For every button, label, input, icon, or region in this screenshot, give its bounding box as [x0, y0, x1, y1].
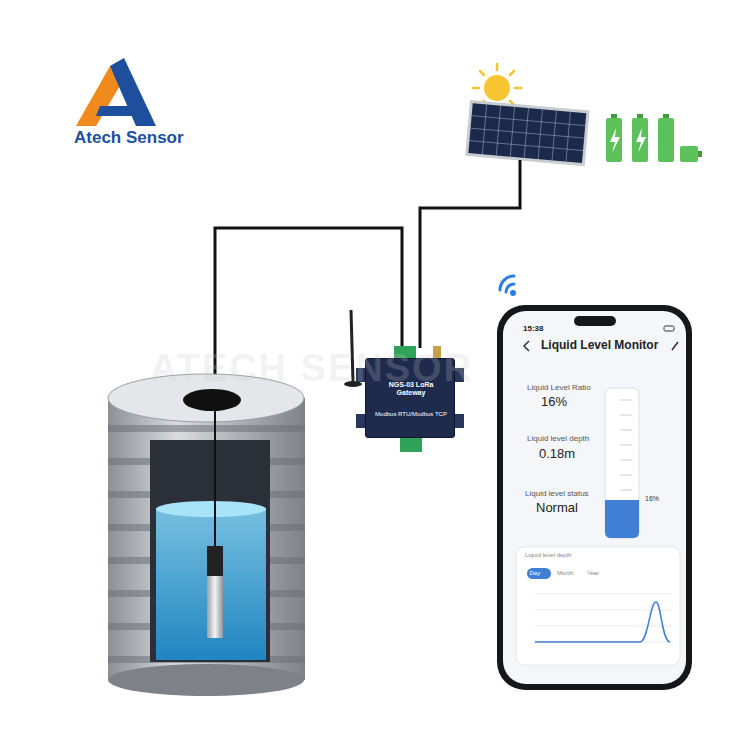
phone-app-screen: 15:38Liquid Level MonitorLiquid Level Ra… — [503, 311, 686, 684]
app-text: Liquid level status — [525, 489, 589, 498]
wires — [215, 160, 520, 388]
app-text: 0.18m — [539, 447, 575, 462]
app-text: Day — [530, 570, 541, 577]
app-text: Liquid Level Monitor — [541, 339, 658, 353]
app-text: 15:38 — [523, 324, 543, 333]
app-text: Liquid Level Ratio — [527, 383, 591, 392]
app-text: Liquid level depth — [527, 434, 589, 443]
logo-mark — [76, 58, 156, 126]
app-text: Liquid level depth — [525, 552, 572, 559]
brand-name: Atech Sensor — [74, 129, 184, 148]
gateway-hardware — [356, 346, 464, 452]
app-text: 16% — [541, 395, 567, 410]
device-label: Modbus RTU/Modbus TCP — [370, 411, 452, 418]
phone — [497, 305, 692, 690]
gateway-device: NGS-03 LoRa GatewayModbus RTU/Modbus TCP — [365, 358, 455, 438]
solar-panel — [465, 100, 589, 166]
app-text: Normal — [536, 501, 578, 516]
app-text: Month — [557, 570, 574, 577]
app-text: 16% — [645, 495, 659, 503]
water-tank — [108, 374, 305, 696]
app-text: Year — [587, 570, 599, 577]
battery-icons — [606, 114, 702, 162]
wifi-icon — [500, 276, 515, 295]
device-label: NGS-03 LoRa Gateway — [374, 381, 448, 397]
